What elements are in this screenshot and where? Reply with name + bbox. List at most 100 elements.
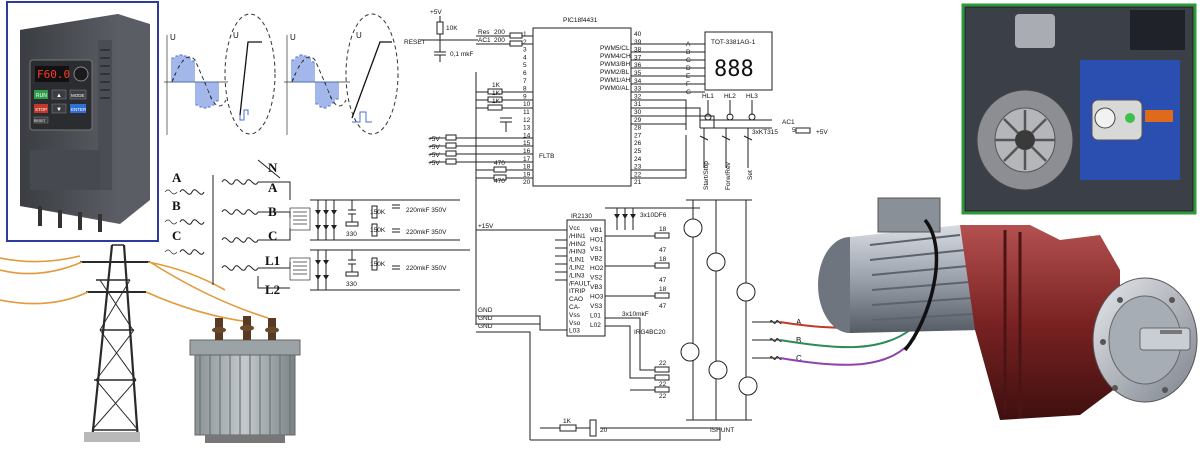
res-value: 200 xyxy=(494,29,505,36)
zoom-ramp-1 xyxy=(239,41,262,116)
run-key-label: RUN xyxy=(36,93,47,99)
mcu-pin-right: 22 xyxy=(634,171,642,178)
hl1-label: HL1 xyxy=(702,93,714,100)
gate-r-2 xyxy=(654,262,670,269)
mcu-pwm-label: PWM1/AH xyxy=(600,77,631,84)
transistor-3 xyxy=(748,113,756,121)
tower-arms xyxy=(80,261,150,293)
tower-rungs xyxy=(92,244,138,431)
r470-g-label: 470 xyxy=(494,178,505,185)
rect2-diode-legs xyxy=(317,250,327,290)
driver-pin-right: HO1 xyxy=(590,237,604,244)
sec-label-l1: L1 xyxy=(265,253,280,268)
mcu-pin-right: 24 xyxy=(634,156,642,163)
mcu-pin-right: 33 xyxy=(634,86,642,93)
mcu-pin-right: 30 xyxy=(634,109,642,116)
orange-handle xyxy=(1145,110,1173,122)
segment-lines xyxy=(631,43,705,93)
mcu-pwm-label: PWM5/CL xyxy=(600,45,630,52)
mcu-pwm-labels: PWM5/CLPWM4/CHPWM3/BHPWM2/BLPWM1/AHPWM0/… xyxy=(600,45,631,92)
diodes-label: 3x10DF6 xyxy=(640,212,667,219)
mcu-pin-left: 16 xyxy=(523,148,531,155)
driver-name: IR2130 xyxy=(571,213,592,220)
button-start-stop: Start/Stop xyxy=(703,161,710,190)
cap1a-label: 220mkF 350V xyxy=(406,207,447,214)
shunt-r1k xyxy=(559,424,577,432)
gate-r-2-label: 18 xyxy=(659,256,667,263)
driver-pin-left: CAO xyxy=(569,296,583,303)
r1k-b xyxy=(487,96,503,103)
mcu-pin-right: 37 xyxy=(634,54,642,61)
r470-h xyxy=(493,166,507,173)
flange-bolt-5 xyxy=(1112,385,1118,391)
mcu-pin-right: 32 xyxy=(634,93,642,100)
zoom-pwm-2 xyxy=(352,111,372,123)
pull-r-2-label: 47 xyxy=(659,277,667,284)
gearbox-ribs xyxy=(1003,230,1022,418)
mcu-left-bus xyxy=(475,72,533,325)
igbt-low-2 xyxy=(708,360,728,380)
flange-bolt-4 xyxy=(1162,387,1168,393)
r10k-1 xyxy=(445,134,457,141)
mcu-pin-right: 35 xyxy=(634,70,642,77)
inverter-feet xyxy=(38,206,102,232)
motor-fins xyxy=(869,234,975,321)
driver-pin-left: /LIN1 xyxy=(569,257,585,264)
driver-pin-right: VS2 xyxy=(590,275,603,282)
cap1-plates xyxy=(392,204,400,233)
bushing-ring-3 xyxy=(265,327,279,333)
igbt-low-1 xyxy=(680,342,700,362)
zoom-circle-2 xyxy=(345,13,399,135)
enter-key xyxy=(70,104,86,113)
mcu-pin-left: 7 xyxy=(523,78,527,85)
reset-lines xyxy=(476,35,533,45)
reset-label: RESET xyxy=(404,39,426,46)
pressure-gauge xyxy=(1094,107,1116,129)
zoom-pwm-1 xyxy=(239,109,249,121)
flange-bolt-2 xyxy=(1169,297,1175,303)
green-lamp xyxy=(1125,113,1135,123)
driver-pin-right: VB3 xyxy=(590,284,603,291)
up-key xyxy=(51,89,67,100)
display-box xyxy=(704,31,773,91)
stop-key xyxy=(34,104,48,113)
extra-lines xyxy=(631,135,687,179)
zoom-circle-1 xyxy=(224,13,276,135)
flange-bolt-6 xyxy=(1100,339,1106,345)
transistor-label: 3xKT315 xyxy=(752,129,778,136)
output-leads xyxy=(752,321,780,359)
mcu-chip xyxy=(532,27,632,187)
r10k-4 xyxy=(445,158,457,165)
reset-wiring xyxy=(420,16,478,62)
crystal-caps xyxy=(500,117,512,132)
mcu-pwm-label: PWM2/BL xyxy=(600,69,630,76)
driver-pin-right: VS1 xyxy=(590,246,603,253)
driver-pin-left: /FAULT xyxy=(569,280,591,287)
shunt-r20 xyxy=(589,419,597,437)
input-terminal-glyphs xyxy=(164,189,178,255)
bushing-ring-2 xyxy=(240,325,254,331)
zoom-ramp-2 xyxy=(351,41,392,119)
rectifier-section: 330 150K 150K 220mkF 350V 220mkF 350V 33… xyxy=(289,199,470,291)
cap1b-label: 220mkF 350V xyxy=(406,229,447,236)
vcc-in-1: +5V xyxy=(428,136,440,143)
mcu-pwm-label: PWM4/CH xyxy=(600,53,631,60)
enter-key-label: ENTER xyxy=(71,107,87,112)
mcu-pin-left: 4 xyxy=(523,54,527,61)
mcu-fltb: FLTB xyxy=(539,153,554,160)
input-label-c: C xyxy=(172,228,181,243)
stop-key-label: STOP xyxy=(35,107,47,112)
r150-1b xyxy=(371,223,378,237)
mode-key-label: MODE xyxy=(71,93,85,98)
r470-h-label: 470 xyxy=(494,160,505,167)
fund-wave-2 xyxy=(291,56,347,107)
igbt-low-3 xyxy=(738,376,758,396)
r10k-2 xyxy=(445,142,457,149)
vcc-in-4: +5V xyxy=(428,160,440,167)
waveform-figure: U U U U xyxy=(164,13,399,135)
mcu-pin-right: 40 xyxy=(634,31,642,38)
rect1-rails xyxy=(310,199,460,241)
